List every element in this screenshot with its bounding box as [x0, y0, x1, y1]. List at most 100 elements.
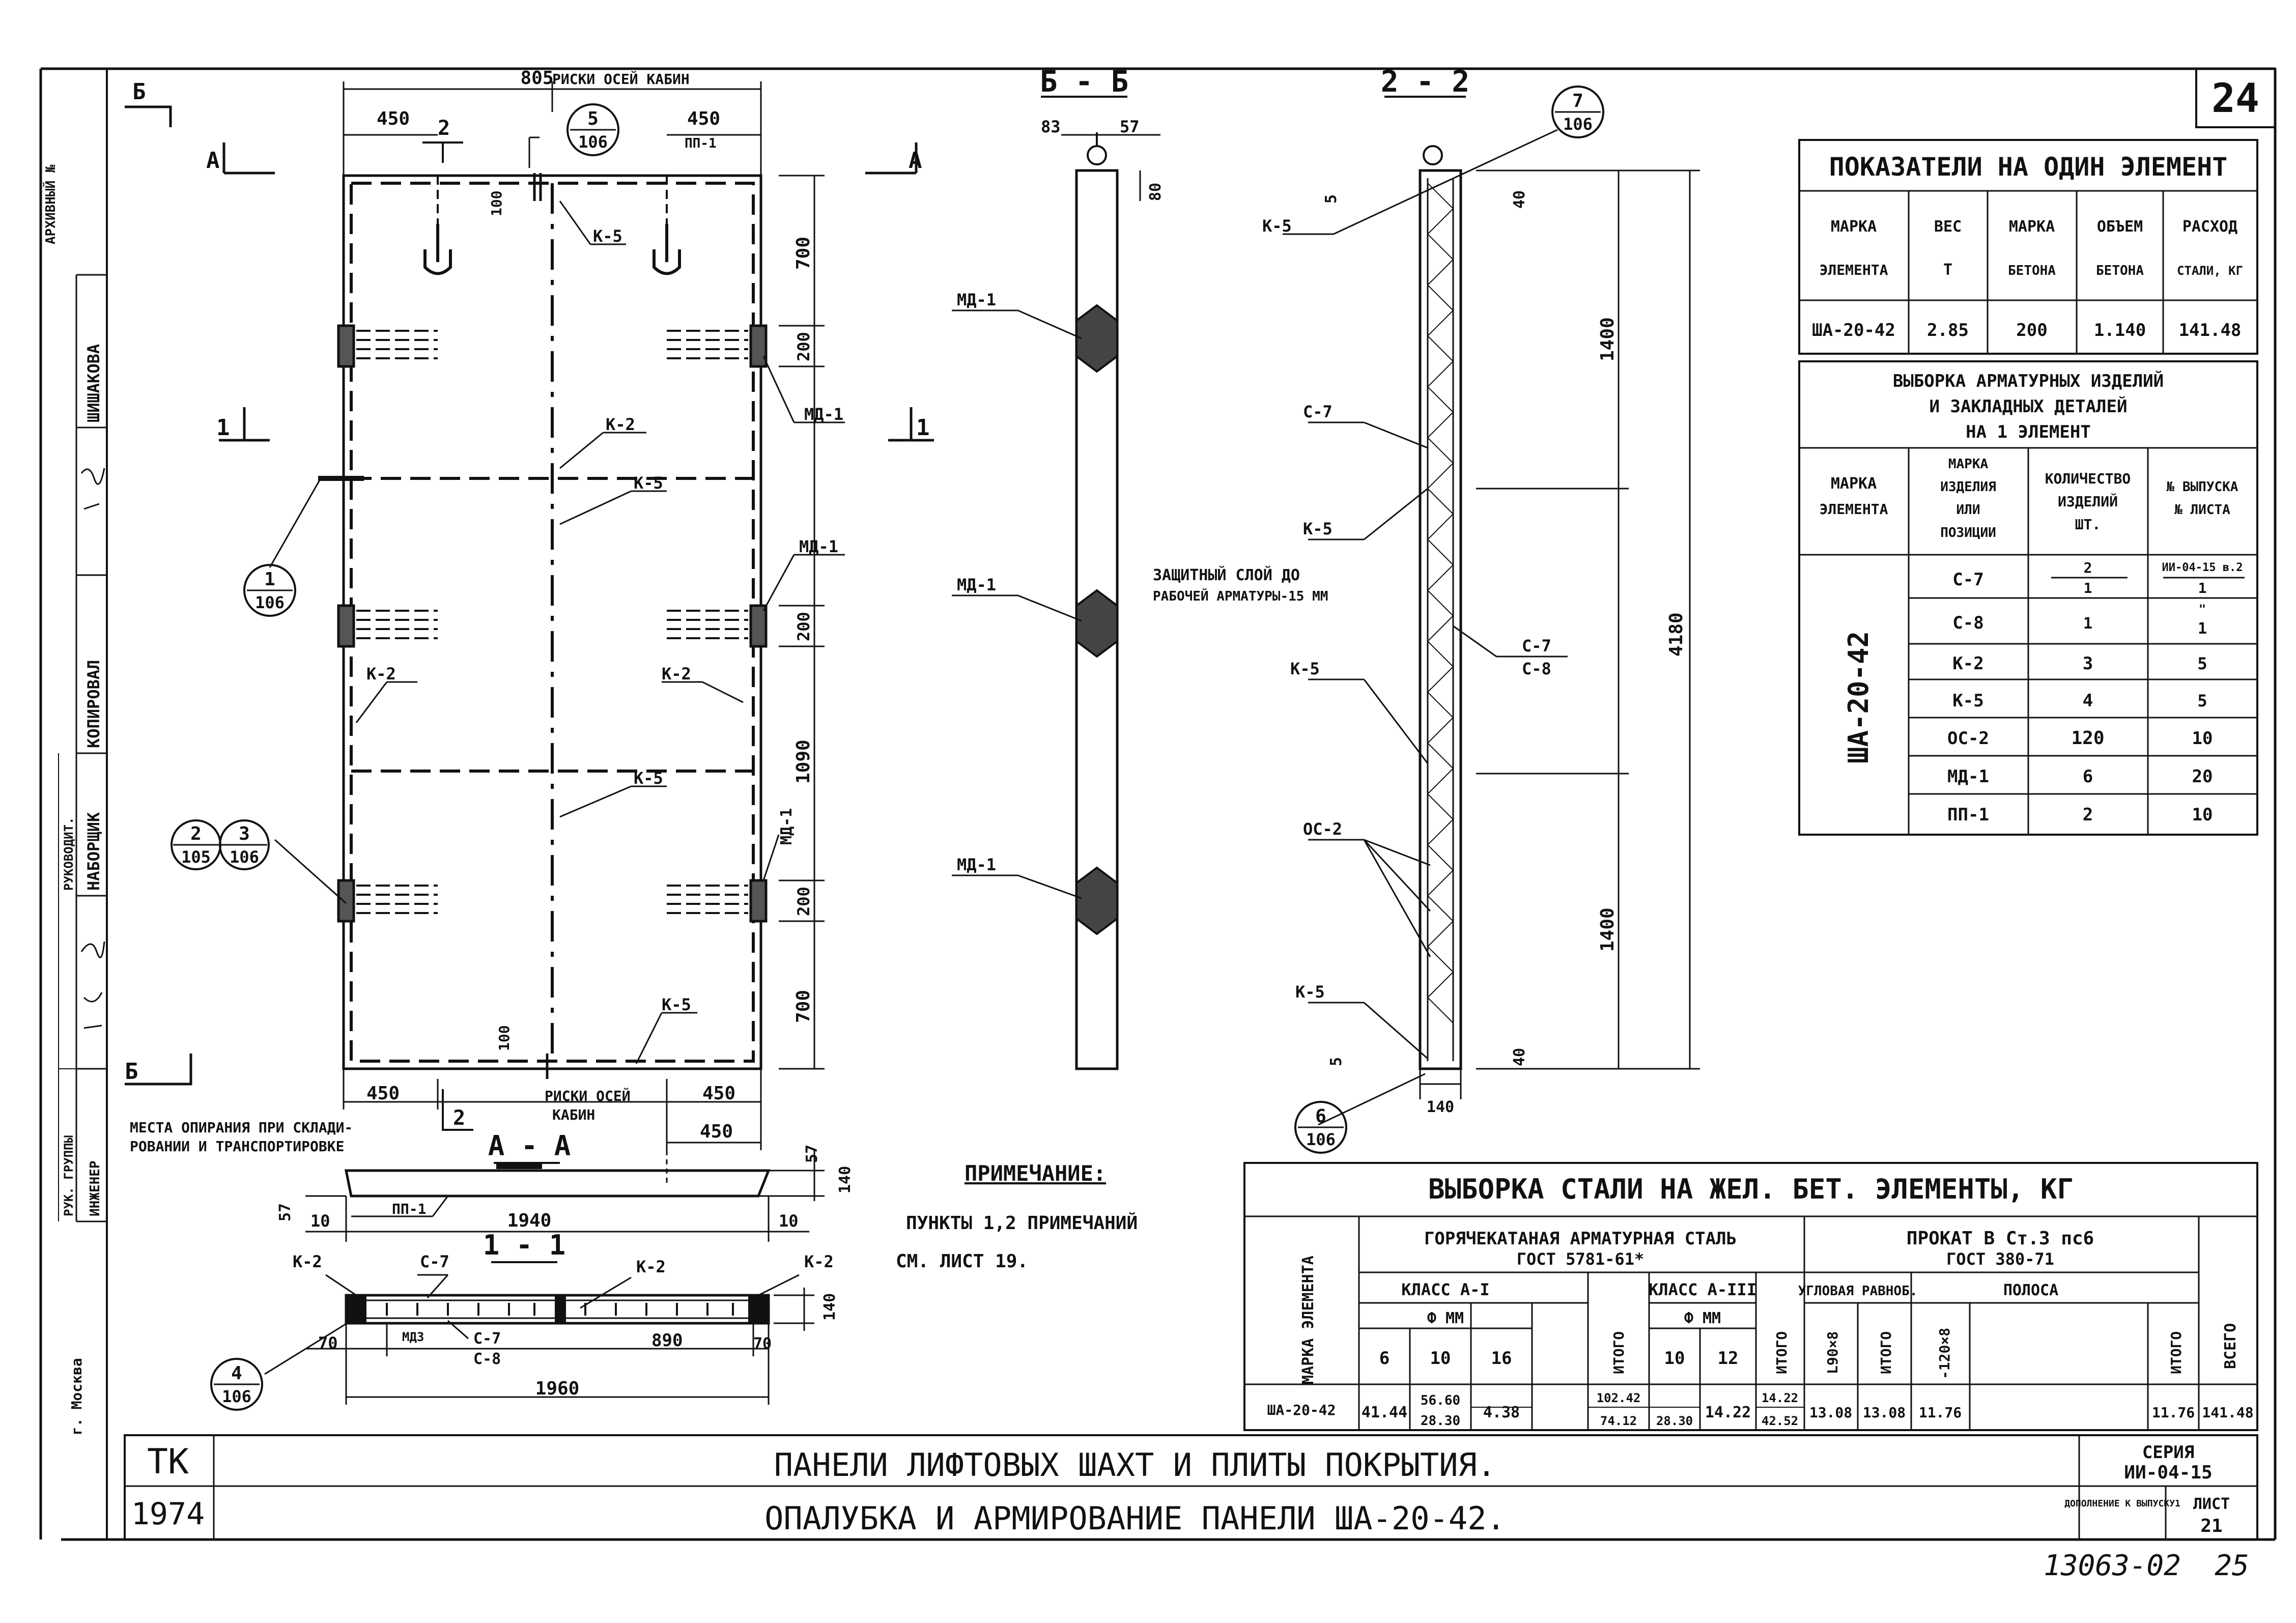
label-md1-elev-3: МД-1 [778, 808, 796, 845]
page-number: 24 [2212, 76, 2259, 122]
steel-h-rolled-gost: ГОСТ 380-71 [1946, 1249, 2054, 1269]
label-pp1-aa: ПП-1 [392, 1201, 426, 1217]
label-cover-1: ЗАЩИТНЫЙ СЛОЙ ДО [1153, 566, 1300, 584]
sel-element-mark: ША-20-42 [1843, 631, 1875, 763]
dim-140-aa: 140 [836, 1166, 854, 1193]
dim-200-c: 200 [794, 887, 813, 916]
label-k5-22-3: К-5 [1290, 659, 1320, 678]
title-block [124, 1434, 2258, 1541]
svg-text:3: 3 [2083, 653, 2093, 674]
steel-v-6: 41.44 [1362, 1404, 1407, 1421]
section-aa [305, 1150, 825, 1242]
side-stamp [58, 274, 107, 1222]
steel-h-total-a3: ИТОГО [1773, 1331, 1790, 1374]
steel-v-a3-total-b: 42.52 [1762, 1414, 1798, 1428]
svg-text:5: 5 [587, 108, 599, 129]
callout-7-106: 7 106 [1551, 86, 1604, 138]
label-md1-elev-1: МД-1 [804, 405, 843, 424]
view-title-aa: А - А [488, 1130, 571, 1162]
svg-text:": " [2199, 602, 2206, 616]
label-k5-elev-2: К-5 [634, 473, 663, 493]
series-code: ИИ-04-15 [2124, 1462, 2212, 1483]
steel-v-a1-total-a: 102.42 [1597, 1391, 1641, 1405]
cut-2-bottom: 2 [453, 1106, 465, 1130]
indicators-table [1798, 139, 2258, 355]
steel-v-angle-total: 13.08 [1863, 1404, 1906, 1421]
label-md1-elev-2: МД-1 [799, 537, 838, 556]
sel-h-item-2: ИЗДЕЛИЯ [1940, 479, 1996, 495]
steel-h-total-angle: ИТОГО [1878, 1331, 1894, 1374]
steel-v-a1-total-b: 74.12 [1600, 1414, 1637, 1428]
ind-h-vol-1: ОБЪЕМ [2097, 218, 2143, 236]
dim-450-bl: 450 [366, 1083, 400, 1104]
label-c7-22: С-7 [1303, 402, 1333, 421]
dim-1400-bottom: 1400 [1597, 907, 1618, 952]
dim-700-bottom: 700 [793, 990, 814, 1023]
svg-text:1: 1 [2198, 580, 2207, 596]
svg-text:2: 2 [190, 823, 202, 844]
dim-1960: 1960 [535, 1378, 580, 1399]
svg-text:1: 1 [264, 569, 275, 590]
dim-1940: 1940 [507, 1210, 552, 1231]
cut-1-right: 1 [916, 415, 930, 441]
dim-40-top: 40 [1511, 190, 1528, 209]
svg-text:1: 1 [2083, 615, 2092, 633]
dim-5-top: 5 [1322, 194, 1340, 204]
ind-h-mark-1: МАРКА [1831, 218, 1877, 236]
steel-h-phi-3: Ф ММ [1684, 1309, 1721, 1327]
cut-1-left: 1 [216, 415, 230, 441]
stamp-role-rukovod: РУКОВОДИТ. [62, 817, 76, 891]
sel-h-issue-2: № ЛИСТА [2174, 502, 2230, 518]
dim-450-br: 450 [702, 1083, 735, 1104]
sel-h-el-1: МАРКА [1831, 475, 1877, 493]
sheet-number: 21 [2200, 1516, 2222, 1536]
sel-row-c8: С-8 1 " 1 [1952, 602, 2207, 638]
steel-v-16: 4.38 [1483, 1404, 1520, 1421]
steel-h-total-a1: ИТОГО [1610, 1331, 1627, 1374]
dim-5-bottom: 5 [1327, 1057, 1345, 1066]
svg-text:120: 120 [2071, 728, 2104, 749]
sel-title-3: НА 1 ЭЛЕМЕНТ [1966, 422, 2091, 442]
ind-v-mark: ША-20-42 [1812, 320, 1895, 340]
dim-80: 80 [1147, 183, 1165, 201]
label-k5-22-4: К-5 [1295, 982, 1325, 1002]
svg-text:2: 2 [2084, 559, 2092, 576]
ind-h-vol-2: БЕТОНА [2096, 263, 2144, 278]
ind-v-conc: 200 [2016, 320, 2047, 340]
dim-450-aa: 450 [700, 1121, 733, 1142]
label-md1-bb-3: МД-1 [957, 855, 996, 874]
svg-text:К-2: К-2 [1952, 653, 1983, 674]
label-k5-elev-3: К-5 [634, 768, 663, 788]
label-support-2: РОВАНИИ И ТРАНСПОРТИРОВКЕ [130, 1138, 344, 1155]
svg-text:6: 6 [2083, 766, 2093, 787]
dim-140-11: 140 [821, 1293, 839, 1321]
label-cover-2: РАБОЧЕЙ АРМАТУРЫ-15 ММ [1153, 588, 1328, 604]
signature-mark [80, 941, 105, 1029]
sel-h-item-3: ИЛИ [1957, 502, 1980, 518]
label-k2-elev-3: К-2 [662, 664, 691, 684]
note-line-1: ПУНКТЫ 1,2 ПРИМЕЧАНИЙ [906, 1212, 1138, 1234]
note-line-2: СМ. ЛИСТ 19. [896, 1251, 1028, 1272]
dim-70-left: 70 [318, 1333, 338, 1353]
sel-row-k2: К-2 3 5 [1952, 653, 2207, 674]
steel-h-class1: КЛАСС А-I [1401, 1280, 1489, 1299]
steel-h-size-6: 6 [1379, 1348, 1390, 1369]
label-k2-11-right: К-2 [804, 1252, 834, 1271]
stamp-name-3: КОПИРОВАЛ [84, 660, 103, 748]
callout-4-106: 4 106 [210, 1358, 263, 1411]
steel-v-grand: 141.48 [2202, 1404, 2253, 1421]
ind-h-conc-2: БЕТОНА [2008, 263, 2056, 278]
callout-3-106: 3 106 [219, 819, 270, 870]
label-k5-22-2: К-5 [1303, 519, 1333, 538]
dim-450-tl: 450 [377, 108, 410, 129]
label-pp1-top: ПП-1 [685, 136, 717, 151]
label-k2-elev-1: К-2 [606, 415, 635, 434]
sel-row-os2: ОС-2 120 10 [1947, 728, 2213, 749]
svg-text:1: 1 [2198, 620, 2207, 638]
cut-a-left: А [206, 148, 220, 174]
ind-h-weight-2: Т [1943, 261, 1952, 279]
svg-text:106: 106 [578, 132, 608, 152]
label-c7-11: С-7 [420, 1252, 449, 1271]
dim-4180: 4180 [1666, 612, 1687, 657]
ind-h-steel-1: РАСХОД [2182, 218, 2237, 236]
